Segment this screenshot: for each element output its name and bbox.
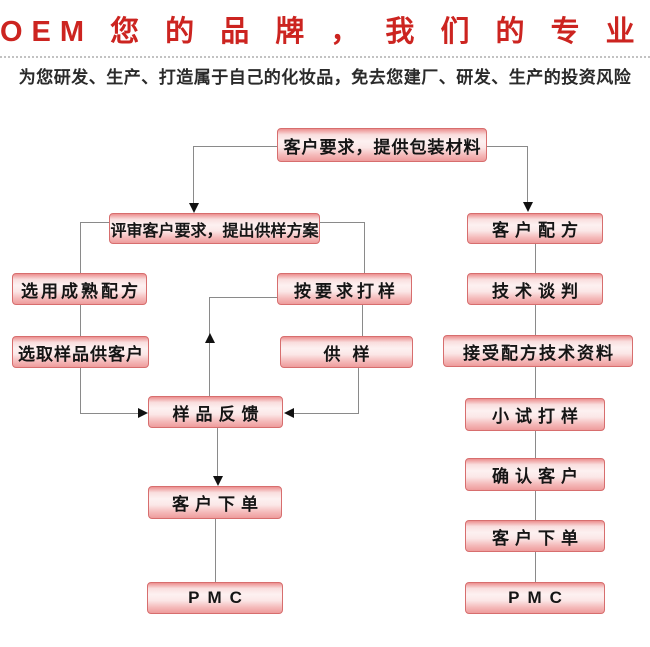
- flow-node-trial-sample: 小试打样: [465, 398, 605, 431]
- connector-line: [217, 428, 218, 478]
- arrow-right-icon: [138, 408, 148, 418]
- connector-line: [209, 297, 277, 298]
- connector-line: [487, 146, 527, 147]
- arrow-down-icon: [523, 202, 533, 212]
- connector-line: [535, 552, 536, 582]
- flow-node-customer-order-right: 客户下单: [465, 520, 605, 552]
- dotted-divider: [0, 56, 650, 58]
- flow-node-tech-negotiation: 技术谈判: [467, 273, 603, 305]
- flow-node-review-request: 评审客户要求，提出供样方案: [109, 213, 320, 244]
- flow-node-pick-samples: 选取样品供客户: [12, 336, 149, 368]
- connector-line: [320, 222, 364, 223]
- connector-line: [209, 297, 210, 396]
- arrow-down-icon: [213, 476, 223, 486]
- flow-node-make-sample: 按要求打样: [277, 273, 412, 305]
- flow-node-supply-sample: 供样: [280, 336, 413, 368]
- connector-line: [535, 367, 536, 398]
- arrow-up-icon: [205, 333, 215, 343]
- flow-node-pmc-left: PMC: [147, 582, 283, 614]
- flow-node-pmc-right: PMC: [465, 582, 605, 614]
- connector-line: [193, 146, 277, 147]
- flow-node-customer-order-left: 客户下单: [148, 486, 282, 519]
- flow-node-accept-formula-docs: 接受配方技术资料: [443, 335, 633, 367]
- connector-line: [80, 368, 81, 413]
- connector-line: [215, 519, 216, 582]
- page-subtitle: 为您研发、生产、打造属于自己的化妆品，免去您建厂、研发、生产的投资风险: [18, 68, 632, 87]
- connector-line: [527, 146, 528, 203]
- connector-line: [358, 368, 359, 413]
- flow-node-confirm-customer: 确认客户: [465, 458, 605, 491]
- flow-node-customer-formula: 客户配方: [467, 213, 603, 244]
- connector-line: [80, 222, 109, 223]
- flow-node-sample-feedback: 样品反馈: [148, 396, 283, 428]
- connector-line: [193, 146, 194, 204]
- connector-line: [80, 305, 81, 336]
- arrow-left-icon: [284, 408, 294, 418]
- connector-line: [535, 491, 536, 520]
- connector-line: [364, 222, 365, 273]
- connector-line: [362, 305, 363, 336]
- connector-line: [80, 413, 139, 414]
- flow-node-customer-request: 客户要求，提供包装材料: [277, 128, 487, 162]
- arrow-down-icon: [189, 203, 199, 213]
- page-title: OEM 您 的 品 牌 ， 我 们 的 专 业 技 术: [0, 16, 650, 48]
- connector-line: [293, 413, 359, 414]
- connector-line: [535, 244, 536, 273]
- flow-node-mature-formula: 选用成熟配方: [12, 273, 147, 305]
- connector-line: [80, 222, 81, 273]
- connector-line: [535, 305, 536, 335]
- connector-line: [535, 431, 536, 458]
